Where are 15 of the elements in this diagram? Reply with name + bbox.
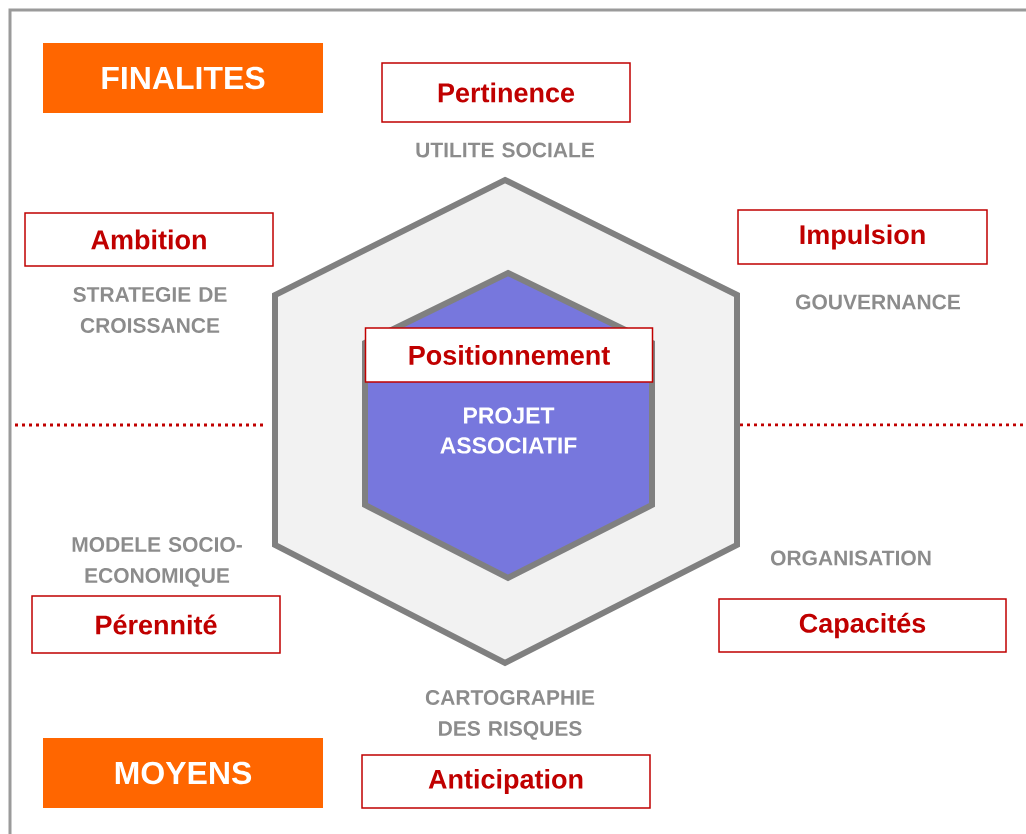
label-box: Capacités xyxy=(718,598,1007,653)
heading-box: MOYENS xyxy=(43,738,323,808)
node-label: UTILITE SOCIALE xyxy=(416,142,595,158)
node-label: ORGANISATION xyxy=(771,550,931,566)
heading-box: FINALITES xyxy=(43,43,323,113)
label-box: Pertinence xyxy=(381,62,631,123)
label-box: Positionnement xyxy=(364,327,654,383)
label-box: Anticipation xyxy=(361,754,651,809)
label-box: Pérennité xyxy=(31,595,281,654)
label-box: Ambition xyxy=(24,212,274,267)
node-label: MODELE SOCIO-ECONOMIQUE xyxy=(72,537,242,587)
node-label: CARTOGRAPHIE DES RISQUES xyxy=(425,690,595,740)
node-label: GOUVERNANCE xyxy=(796,294,960,310)
node-label: STRATEGIE DE CROISSANCE xyxy=(73,287,227,333)
label-box: Impulsion xyxy=(737,209,988,265)
